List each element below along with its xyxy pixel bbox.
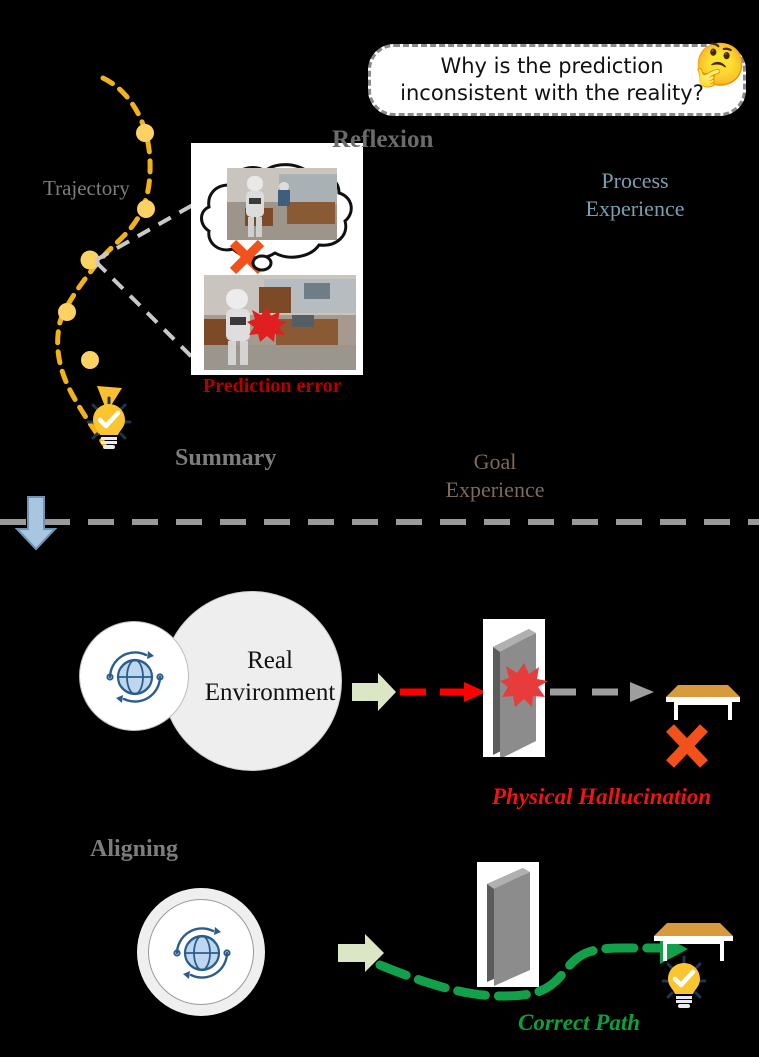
- reality-scene-thumbnail: [204, 275, 356, 370]
- red-collision-arrow: [400, 682, 486, 702]
- speech-bubble-text: Why is the prediction inconsistent with …: [400, 54, 704, 105]
- trajectory-node: [81, 351, 99, 369]
- thought-tail-icon: [251, 254, 273, 272]
- goal-experience-label: Goal Experience: [425, 448, 565, 504]
- real-environment-line2: Environment: [204, 679, 336, 706]
- trajectory-node: [58, 303, 76, 321]
- aligned-globe-circle: [148, 899, 254, 1005]
- reflexion-label: Reflexion: [332, 126, 434, 153]
- callout-line-upper: [95, 196, 206, 262]
- speech-bubble: Why is the prediction inconsistent with …: [368, 44, 746, 116]
- process-experience-line2: Experience: [585, 196, 685, 221]
- goal-experience-line2: Experience: [445, 477, 545, 502]
- trajectory-node: [80, 250, 100, 270]
- correct-path-label: Correct Path: [518, 1010, 641, 1035]
- failure-x-icon: [666, 724, 708, 768]
- callout-lines: [94, 196, 207, 372]
- wall-obstacle-top: [483, 619, 548, 757]
- predicted-scene-thumbnail: [227, 168, 337, 240]
- summary-label: Summary: [175, 445, 277, 471]
- collision-burst-icon: [247, 307, 287, 342]
- thinking-face-icon: 🤔: [694, 43, 747, 89]
- globe-circle-top: [79, 621, 189, 731]
- trajectory-node: [137, 200, 155, 218]
- trajectory-node: [136, 124, 154, 142]
- idea-lightbulb-check-icon: [661, 955, 707, 1008]
- section-divider: [0, 519, 759, 525]
- callout-line-lower: [94, 260, 207, 372]
- goal-experience-line1: Goal: [473, 449, 517, 474]
- real-environment-circle: [162, 591, 342, 771]
- green-block-arrow-top-icon: [352, 673, 396, 711]
- table-icon-bottom: [654, 923, 733, 961]
- gray-dashed-arrow: [550, 682, 654, 702]
- reflexion-image-panel: [191, 143, 363, 375]
- wall-obstacle-bottom: [477, 862, 539, 987]
- down-arrow-icon: [14, 496, 58, 551]
- table-icon-top: [666, 685, 740, 720]
- green-block-arrow-bottom-icon: [338, 934, 384, 972]
- prediction-error-label: Prediction error: [203, 375, 342, 397]
- process-experience-label: Process Experience: [555, 167, 715, 223]
- wall-3d-shape: [487, 868, 530, 986]
- trajectory-dashed-line: [55, 75, 153, 447]
- physical-hallucination-label: Physical Hallucination: [492, 784, 712, 809]
- wall-collision-burst-icon: [500, 663, 548, 707]
- real-environment-line1: Real: [247, 647, 293, 674]
- aligning-label: Aligning: [90, 836, 179, 862]
- globe-sync-icon: [173, 927, 231, 979]
- real-environment-label: Real Environment: [196, 645, 344, 709]
- process-experience-line1: Process: [601, 168, 669, 193]
- trajectory-label: Trajectory: [43, 176, 130, 200]
- globe-sync-icon: [106, 651, 164, 703]
- idea-lightbulb-check-icon: [86, 396, 132, 449]
